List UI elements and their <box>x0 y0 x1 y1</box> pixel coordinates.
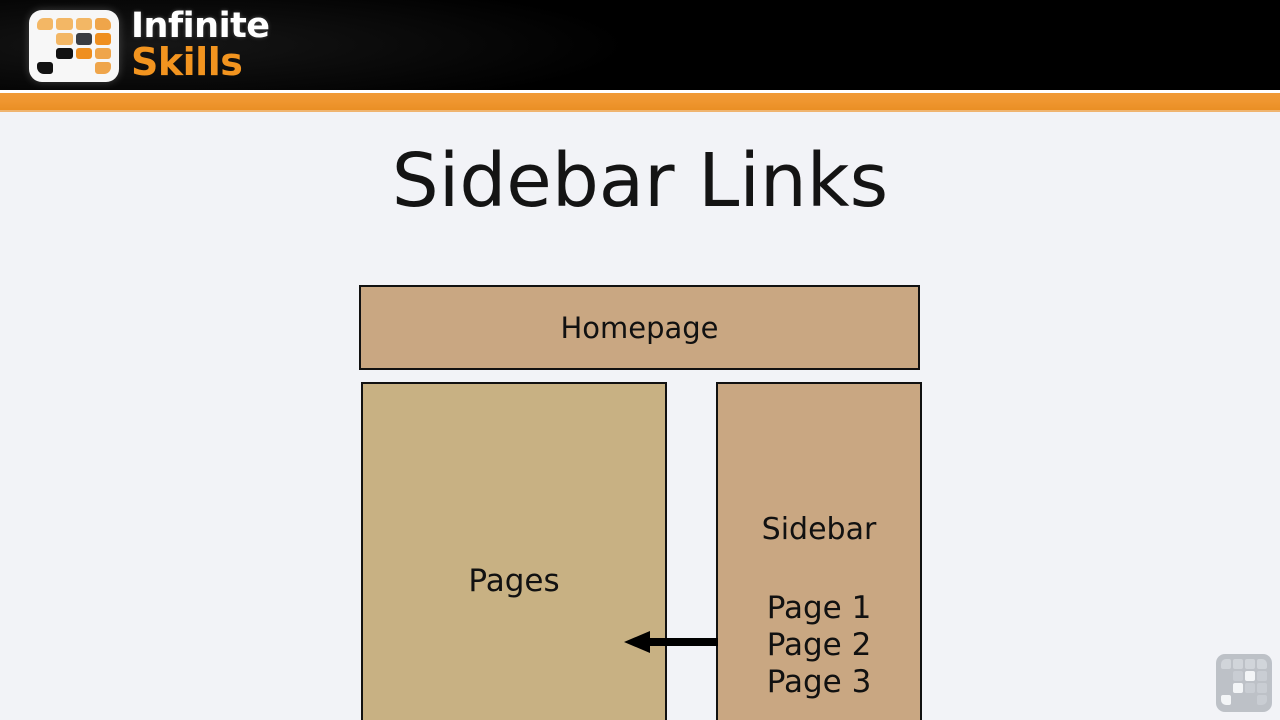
page-title: Sidebar Links <box>391 138 889 224</box>
logo-cell <box>37 33 53 45</box>
brand-word-skills: Skills <box>131 39 243 84</box>
watermark-cell <box>1221 695 1231 705</box>
diagram-box-homepage: Homepage <box>359 285 920 370</box>
diagram-box-pages-label: Pages <box>468 563 560 599</box>
watermark-cell <box>1221 683 1231 693</box>
watermark-cell <box>1245 659 1255 669</box>
watermark-cell <box>1233 683 1243 693</box>
watermark-cell <box>1233 695 1243 705</box>
brand-logo: Infinite Skills <box>29 5 292 84</box>
infinite-skills-watermark-icon <box>1216 654 1272 712</box>
logo-cell <box>94 47 111 60</box>
logo-cell <box>56 62 72 74</box>
watermark-cell <box>1233 659 1243 669</box>
logo-cell <box>76 62 92 74</box>
header-bar <box>0 0 1280 90</box>
logo-cell <box>94 62 111 74</box>
diagram-box-sidebar-heading: Sidebar <box>761 512 877 547</box>
logo-cell <box>37 48 53 60</box>
logo-cell <box>56 47 73 60</box>
logo-cell <box>75 18 92 30</box>
watermark-grid <box>1221 659 1267 705</box>
watermark-cell <box>1245 695 1255 705</box>
logo-cell <box>37 62 54 74</box>
watermark-cell <box>1233 671 1243 681</box>
logo-cell <box>94 18 111 30</box>
sidebar-link-page-3: Page 3 <box>766 664 872 700</box>
slide-content: Sidebar Links Homepage Pages Sidebar Pag… <box>0 112 1280 720</box>
watermark-cell <box>1257 659 1267 669</box>
diagram-box-sidebar: Sidebar Page 1 Page 2 Page 3 <box>716 382 922 720</box>
watermark-cell <box>1245 683 1255 693</box>
diagram-box-homepage-label: Homepage <box>560 310 719 345</box>
watermark-cell <box>1257 671 1267 681</box>
watermark-cell <box>1245 671 1255 681</box>
brand-wordmark: Infinite Skills <box>131 5 270 84</box>
logo-grid <box>37 18 111 74</box>
brand-word-infinite: Infinite <box>131 5 270 46</box>
logo-cell <box>56 18 73 30</box>
logo-cell <box>75 32 92 45</box>
watermark-cell <box>1221 659 1231 669</box>
logo-cell <box>75 47 92 60</box>
header-accent-band <box>0 93 1280 112</box>
infinite-skills-grid-logo-icon <box>29 10 119 82</box>
logo-cell <box>37 18 54 30</box>
header-seam <box>0 90 1280 93</box>
watermark-cell <box>1257 695 1267 705</box>
logo-cell <box>56 32 73 45</box>
logo-cell <box>94 32 111 45</box>
diagram-box-pages: Pages <box>361 382 667 720</box>
watermark-cell <box>1221 671 1231 681</box>
sidebar-link-page-2: Page 2 <box>766 627 872 663</box>
sidebar-link-page-1: Page 1 <box>766 590 872 626</box>
sidebar-links-list: Page 1 Page 2 Page 3 <box>767 590 872 701</box>
arrow-sidebar-to-pages-icon <box>620 629 720 655</box>
watermark-cell <box>1257 683 1267 693</box>
